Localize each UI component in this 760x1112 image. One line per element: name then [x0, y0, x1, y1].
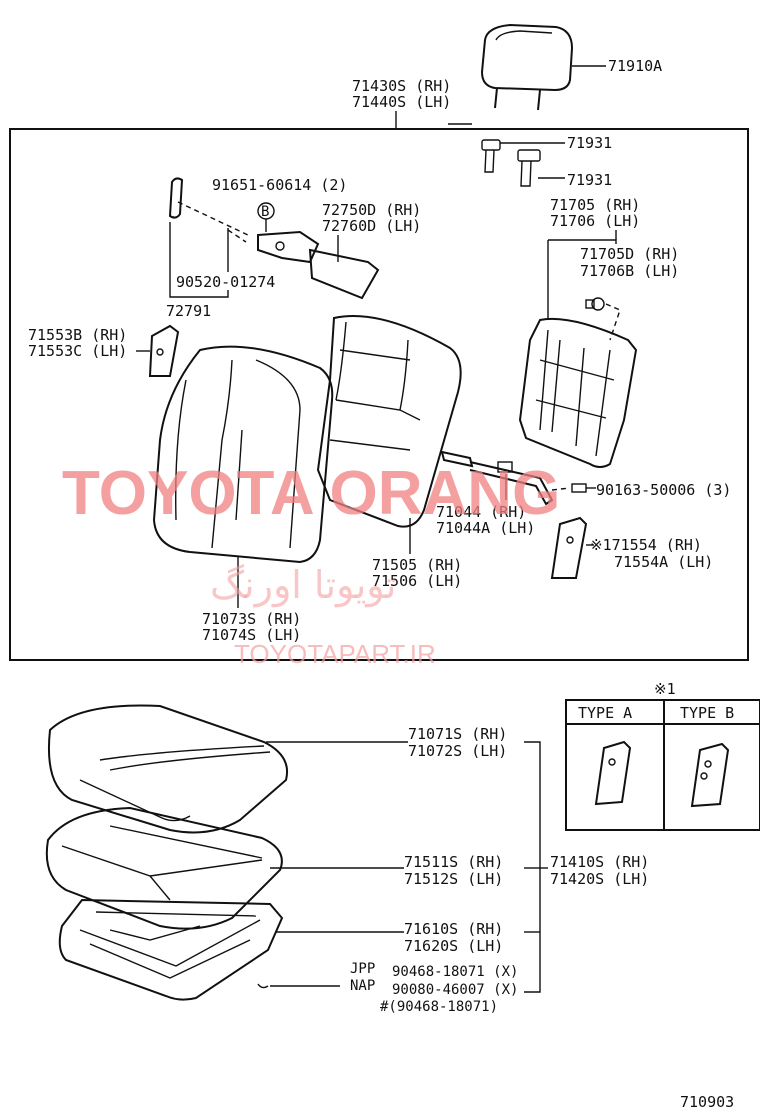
label-pad-lh: 71506 (LH) — [372, 572, 462, 590]
diagram-code: 710903 — [680, 1093, 734, 1111]
hog-ring[interactable] — [257, 983, 269, 989]
label-support-1: 71931 — [567, 134, 612, 152]
label-screw: 91651-60614 (2) — [212, 176, 347, 194]
label-cushion-pad-rh: 71511S (RH) — [404, 853, 503, 871]
seatback-frame[interactable] — [518, 317, 638, 468]
label-cushion-cover-rh: 71071S (RH) — [408, 725, 507, 743]
watermark-persian: تویوتا اورنگ — [210, 563, 397, 608]
recliner-lock[interactable] — [257, 230, 380, 300]
label-frame-lh: 71706 (LH) — [550, 212, 640, 230]
leader-frame — [548, 239, 617, 244]
label-support-2: 71931 — [567, 171, 612, 189]
headrest-support-1[interactable] — [481, 139, 501, 173]
label-back-cover-rh: 71073S (RH) — [202, 610, 301, 628]
label-spring-pin: 90520-01274 — [176, 273, 275, 291]
backrest-frame-box — [9, 128, 749, 661]
frame-clip-part[interactable] — [585, 297, 605, 311]
label-frame-sub-lh: 71706B (LH) — [580, 262, 679, 280]
label-board-rh: ※171554 (RH) — [590, 536, 702, 554]
label-backrest-lh: 71440S (LH) — [352, 93, 451, 111]
label-cushion-cover-lh: 71072S (LH) — [408, 742, 507, 760]
label-hog-ring-jpp: 90468-18071 (X) — [392, 964, 518, 980]
recliner-knob[interactable] — [168, 177, 184, 219]
label-cover-rh: 71553B (RH) — [28, 326, 127, 344]
label-hog-ring-nap: 90080-46007 (X) — [392, 982, 518, 998]
label-hog-ring-alt: #(90468-18071) — [380, 999, 498, 1015]
label-frame-rh: 71705 (RH) — [550, 196, 640, 214]
recliner-cover[interactable] — [148, 324, 180, 377]
cushion-pad[interactable] — [45, 806, 283, 930]
cushion-cover[interactable] — [47, 704, 288, 834]
cushion-frame[interactable] — [58, 898, 284, 1001]
label-wire-rh: 71044 (RH) — [436, 503, 526, 521]
label-wire-lh: 71044A (LH) — [436, 519, 535, 537]
label-board-lh: 71554A (LH) — [614, 553, 713, 571]
label-pad-rh: 71505 (RH) — [372, 556, 462, 574]
seatback-board[interactable] — [550, 516, 588, 579]
label-cushion-pad-lh: 71512S (LH) — [404, 870, 503, 888]
label-clip: 90163-50006 (3) — [596, 481, 731, 499]
label-lock-rh: 72750D (RH) — [322, 201, 421, 219]
board-type-b — [690, 742, 730, 808]
watermark-brand: TOYOTA ORANG — [62, 459, 560, 528]
label-back-cover-lh: 71074S (LH) — [202, 626, 301, 644]
seatback-wire[interactable] — [440, 450, 554, 506]
label-ref-b: B — [261, 204, 269, 220]
label-cover-lh: 71553C (LH) — [28, 342, 127, 360]
seatback-pad[interactable] — [316, 315, 462, 528]
dash-knob-lock — [177, 201, 251, 237]
label-cushion-assy-rh: 71410S (RH) — [550, 853, 649, 871]
type-table-col-a: TYPE A — [578, 704, 632, 722]
label-cushion-frame-rh: 71610S (RH) — [404, 920, 503, 938]
type-table — [565, 699, 760, 831]
label-nap: NAP — [350, 978, 375, 994]
type-table-col-b: TYPE B — [680, 704, 734, 722]
type-table-title: ※1 — [654, 680, 676, 698]
label-knob: 72791 — [166, 302, 211, 320]
headrest-part[interactable] — [480, 23, 574, 111]
bracket-cushion-assy — [524, 741, 541, 993]
label-cushion-assy-lh: 71420S (LH) — [550, 870, 649, 888]
label-jpp: JPP — [350, 961, 375, 977]
dash-pin — [227, 229, 247, 243]
label-lock-lh: 72760D (LH) — [322, 217, 421, 235]
headrest-support-2[interactable] — [517, 149, 541, 187]
label-frame-sub-rh: 71705D (RH) — [580, 245, 679, 263]
watermark-url: TOYOTAPART.IR — [234, 639, 436, 669]
seatback-cover[interactable] — [152, 345, 334, 564]
label-backrest-rh: 71430S (RH) — [352, 77, 451, 95]
label-headrest: 71910A — [608, 57, 662, 75]
dash-frame-clip — [605, 303, 621, 341]
board-type-a — [594, 740, 632, 806]
label-cushion-frame-lh: 71620S (LH) — [404, 937, 503, 955]
leader-knob — [169, 222, 229, 298]
